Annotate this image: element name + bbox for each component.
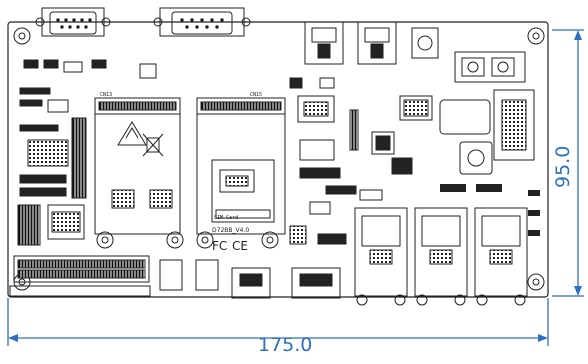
left-component-area	[17, 59, 173, 246]
inductors	[439, 89, 535, 175]
center-component-area	[289, 77, 433, 245]
bottom-small-connectors	[159, 259, 219, 291]
mini-pcie-2-label: CN15	[250, 92, 262, 98]
weee-mark	[142, 133, 164, 157]
ethernet-jack-3	[474, 207, 528, 306]
bottom-gpio-header	[9, 255, 151, 297]
mini-pcie-1-label: CN13	[100, 92, 112, 98]
mounting-holes	[13, 27, 545, 291]
terminal-block	[454, 51, 526, 83]
ethernet-jack-2	[414, 207, 468, 306]
mini-pcie-slot-2	[196, 97, 286, 235]
ethernet-jack-1	[354, 207, 408, 306]
bottom-usb-connector-1	[231, 267, 271, 299]
db9-connector-1	[35, 7, 111, 37]
usb-connector-top-2	[357, 21, 397, 65]
esd-warning-mark	[117, 121, 147, 146]
width-dimension-label: 175.0	[258, 334, 313, 356]
db9-connector-2	[153, 7, 251, 37]
sim-card-holder	[211, 159, 275, 223]
width-dimension	[7, 298, 549, 346]
right-component-area	[440, 184, 540, 236]
height-dimension	[552, 29, 584, 297]
ce-mark: CE	[232, 239, 248, 253]
height-dimension-label: 95.0	[552, 145, 574, 188]
fc-mark: FC	[212, 239, 227, 253]
bottom-usb-connector-2	[291, 267, 341, 299]
usb-connector-top-1	[304, 21, 344, 65]
board-version-label: D72BB_V4.0	[212, 227, 249, 234]
mini-pcie-slot-1	[94, 97, 181, 235]
sim-card-label: SIM Card	[214, 215, 238, 221]
dc-jack	[411, 27, 439, 59]
board-outline	[7, 21, 549, 298]
